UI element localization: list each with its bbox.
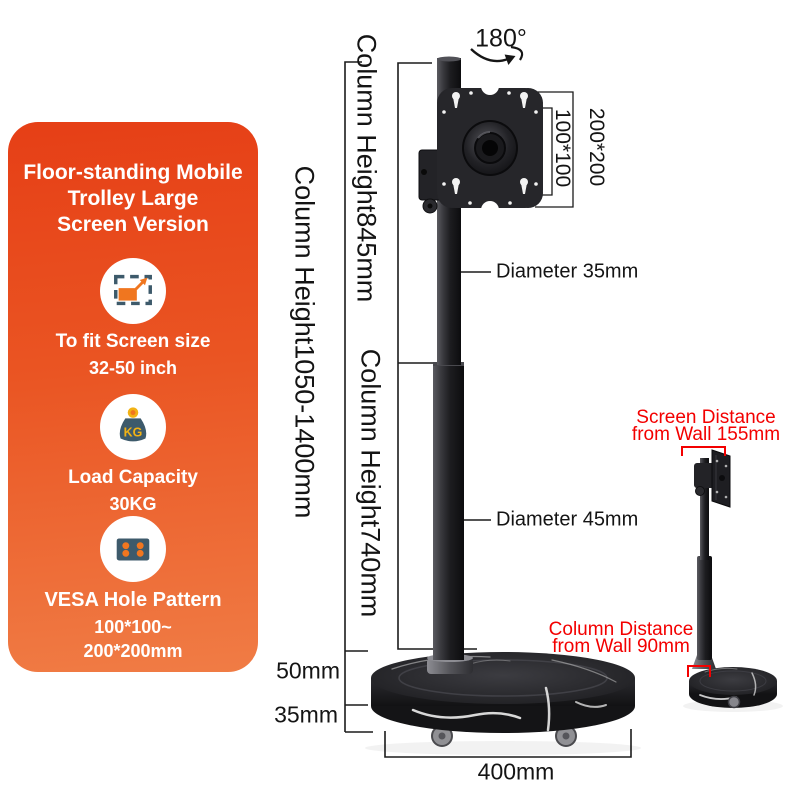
main-stand (365, 56, 641, 755)
side-mount (694, 449, 731, 508)
panel-title-line: Floor-standing Mobile (23, 161, 243, 184)
panel-title-line: Screen Version (57, 213, 209, 236)
side-pole-lower (697, 556, 712, 660)
vesa-plate (437, 77, 543, 219)
label-base-diameter: 400mm (477, 758, 555, 785)
screen-size-icon (100, 258, 166, 324)
feature-screen-size: To fit Screen size 32-50 inch (8, 258, 258, 380)
label-column-height-lower: Column Height740mm (355, 348, 386, 618)
label-column-height-total: Column Height1050-1400mm (289, 165, 320, 519)
bracket-vesa-outer (535, 91, 574, 208)
pole-cap (437, 56, 461, 62)
bracket-vesa-inner (541, 107, 553, 196)
vesa-keyholes (442, 91, 538, 205)
side-wheel (727, 695, 741, 709)
vesa-pattern-icon (100, 516, 166, 582)
label-base-thickness: 35mm (274, 701, 338, 728)
label-rotation-180: 180° (475, 24, 527, 53)
label-screen-distance: Screen Distance from Wall 155mm (631, 407, 781, 445)
label-diameter-upper: Diameter 35mm (496, 260, 639, 283)
screen-distance-bracket (681, 446, 726, 456)
feature-value: 32-50 inch (88, 358, 178, 378)
label-collar-height: 50mm (276, 657, 340, 684)
feature-value: 200*200mm (83, 641, 183, 661)
info-panel: Floor-standing Mobile Trolley Large Scre… (8, 122, 258, 672)
feature-title: To fit Screen size (55, 331, 211, 352)
kg-icon-text: KG (124, 426, 143, 440)
label-column-distance: Column Distance from Wall 90mm (548, 619, 694, 657)
red-brackets (681, 446, 726, 677)
feature-title: Load Capacity (68, 467, 198, 488)
feature-vesa-pattern: VESA Hole Pattern 100*100~ 200*200mm (8, 516, 258, 663)
pole-lower (433, 362, 464, 660)
side-view-stand (683, 449, 783, 712)
side-pole-upper (700, 458, 709, 560)
marble-base (371, 652, 635, 733)
bracket-total-height (344, 61, 373, 733)
floor-shadow (365, 741, 641, 755)
label-vesa-outer: 200*200 (585, 107, 608, 187)
label-vesa-inner: 100*100 (551, 108, 574, 188)
panel-title: Floor-standing Mobile Trolley Large Scre… (8, 160, 258, 238)
bracket-base-width (384, 729, 632, 758)
label-diameter-lower: Diameter 45mm (496, 508, 639, 531)
marble-veins (391, 655, 617, 732)
column-distance-bracket (687, 665, 711, 677)
feature-value: 30KG (109, 494, 157, 514)
load-capacity-icon: KG (100, 394, 166, 460)
feature-value: 100*100~ (94, 617, 172, 637)
feature-load-capacity: KG Load Capacity 30KG (8, 394, 258, 516)
label-column-height-upper: Column Height845mm (351, 33, 382, 303)
feature-title: VESA Hole Pattern (44, 589, 222, 611)
rotation-arrow (470, 45, 524, 65)
panel-title-line: Trolley Large (67, 187, 199, 210)
